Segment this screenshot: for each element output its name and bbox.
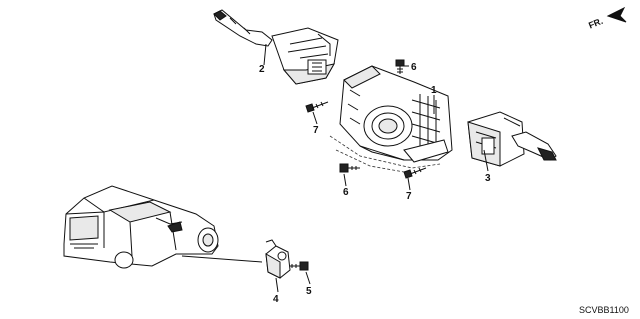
front-direction-indicator: FR. xyxy=(587,6,627,31)
diagram-code: SCVBB1100 xyxy=(579,305,629,315)
screw-6-upper xyxy=(395,59,405,74)
callout-1: 1 xyxy=(431,85,437,96)
part-5-bolt xyxy=(290,261,309,271)
callout-3: 3 xyxy=(485,173,491,184)
callout-6-upper: 6 xyxy=(411,62,417,73)
leader-lines xyxy=(263,43,489,293)
screw-7-lower xyxy=(403,167,427,179)
callout-6-lower: 6 xyxy=(343,187,349,198)
callout-5: 5 xyxy=(306,286,312,297)
part-3-right-stalk xyxy=(467,111,557,167)
vehicle-outline xyxy=(63,185,263,269)
part-1-switch-body xyxy=(329,65,453,173)
callout-7-upper: 7 xyxy=(313,125,319,136)
callout-7-lower: 7 xyxy=(406,191,412,202)
callout-4: 4 xyxy=(273,294,279,305)
fr-label: FR. xyxy=(587,16,604,31)
front-arrow-icon xyxy=(606,6,627,23)
part-4-sensor xyxy=(265,239,291,279)
screw-6-lower xyxy=(339,163,360,173)
screw-7-upper xyxy=(305,101,329,113)
callout-2: 2 xyxy=(259,64,265,75)
part-2-switch-stalk xyxy=(213,9,339,85)
